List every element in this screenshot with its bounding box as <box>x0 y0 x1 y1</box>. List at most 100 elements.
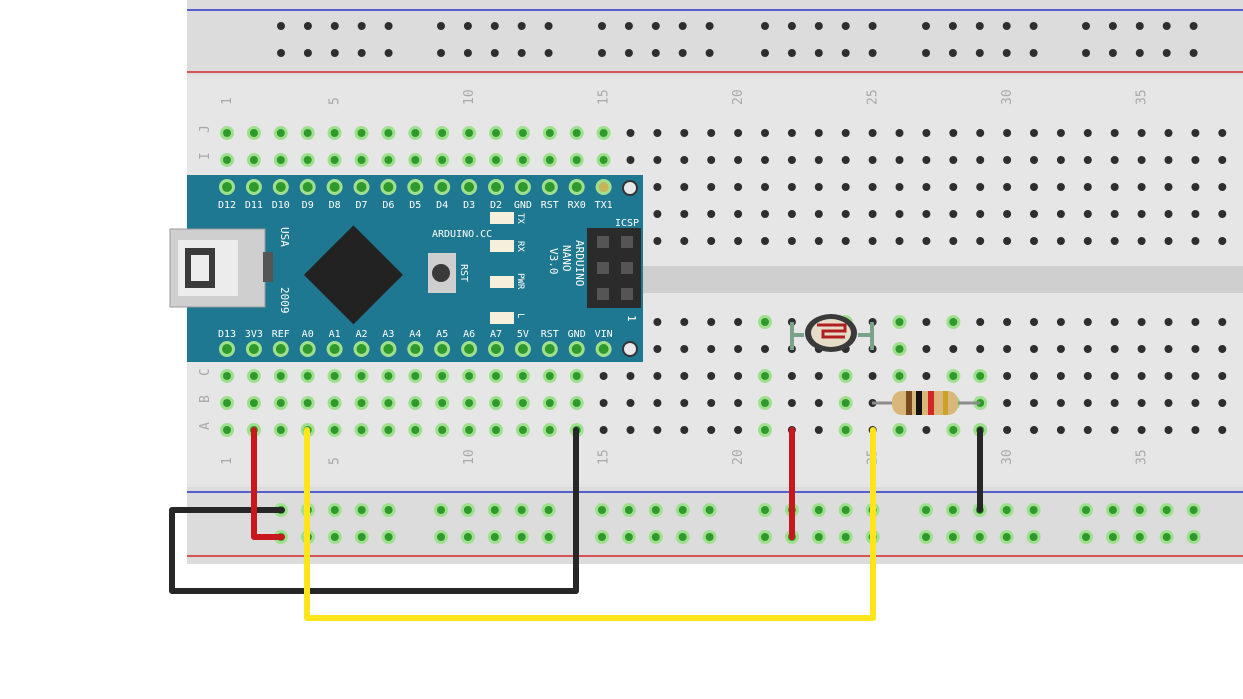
breadboard-hole <box>1110 129 1119 137</box>
breadboard-hole <box>1083 318 1092 326</box>
arduino-pin-core <box>571 182 582 192</box>
breadboard-hole <box>492 372 500 380</box>
breadboard-hole <box>707 183 716 191</box>
breadboard-hole <box>653 129 662 137</box>
breadboard-hole <box>761 399 769 407</box>
rail-hole <box>490 49 499 57</box>
breadboard-hole <box>1218 399 1227 407</box>
breadboard-hole <box>1110 345 1119 353</box>
breadboard-hole <box>384 129 393 137</box>
rail-hole <box>651 506 660 514</box>
arduino-pin-core <box>598 182 609 192</box>
breadboard-hole <box>492 129 500 137</box>
breadboard-hole <box>1056 129 1065 137</box>
breadboard-hole <box>1137 129 1146 137</box>
breadboard-hole <box>1056 372 1065 380</box>
breadboard-hole <box>868 237 877 245</box>
breadboard-hole <box>680 237 689 245</box>
breadboard-hole <box>1056 183 1065 191</box>
rail-hole <box>624 506 633 514</box>
breadboard-hole <box>707 318 716 326</box>
breadboard-hole <box>518 426 527 434</box>
breadboard-hole <box>868 156 877 164</box>
pin-label-bottom: RST <box>541 329 559 340</box>
breadboard-hole <box>787 237 796 245</box>
arduino-pin-core <box>248 182 259 192</box>
rail-hole <box>1029 49 1038 57</box>
breadboard-hole <box>680 129 689 137</box>
breadboard-hole <box>1003 372 1012 380</box>
column-number: 30 <box>1000 449 1015 465</box>
row-letter: J <box>198 125 213 133</box>
rail-hole <box>330 49 339 57</box>
breadboard-hole <box>1191 372 1200 380</box>
icsp-pin-text: 1 <box>625 315 638 322</box>
breadboard-hole <box>1030 237 1038 245</box>
breadboard-hole <box>1137 183 1146 191</box>
breadboard-hole <box>761 345 769 353</box>
row-letter: A <box>198 422 213 430</box>
rail-hole <box>761 533 769 541</box>
breadboard-hole <box>1164 399 1173 407</box>
breadboard-hole <box>1030 210 1038 218</box>
breadboard-hole <box>707 210 716 218</box>
breadboard-hole <box>814 399 823 407</box>
breadboard-hole <box>1218 345 1227 353</box>
rail-hole <box>841 506 850 514</box>
rail-hole <box>357 49 366 57</box>
rail-hole <box>277 49 285 57</box>
rail-hole <box>1082 49 1090 57</box>
rail-hole <box>922 22 930 30</box>
breadboard-hole <box>895 156 904 164</box>
breadboard-hole <box>761 372 769 380</box>
breadboard-hole <box>1218 237 1227 245</box>
rail-hole <box>357 22 366 30</box>
pin-label-top: D11 <box>245 200 263 211</box>
breadboard-hole <box>976 183 985 191</box>
breadboard-hole <box>653 183 662 191</box>
breadboard-hole <box>1083 210 1092 218</box>
breadboard-hole <box>438 129 447 137</box>
breadboard-hole <box>1164 372 1173 380</box>
breadboard-hole <box>599 372 608 380</box>
breadboard-hole <box>1110 183 1119 191</box>
row-letter: I <box>198 152 213 160</box>
breadboard-hole <box>841 399 850 407</box>
column-number: 30 <box>1000 89 1015 105</box>
pin-label-top: D6 <box>382 200 394 211</box>
breadboard-hole <box>1056 237 1065 245</box>
pin-label-top: RST <box>541 200 559 211</box>
rail-hole <box>1108 533 1117 541</box>
breadboard-hole <box>465 156 474 164</box>
breadboard-hole <box>680 156 689 164</box>
breadboard-hole <box>868 210 877 218</box>
arduino-pin-core <box>356 344 367 354</box>
breadboard-hole <box>1056 210 1065 218</box>
breadboard-hole <box>1030 426 1038 434</box>
breadboard-hole <box>841 183 850 191</box>
breadboard-hole <box>841 426 850 434</box>
breadboard-hole <box>411 426 420 434</box>
rail-hole <box>463 506 472 514</box>
breadboard-hole <box>1030 129 1038 137</box>
breadboard-hole <box>841 237 850 245</box>
rail-hole <box>1189 533 1198 541</box>
breadboard-hole <box>492 156 500 164</box>
rail-hole <box>330 533 339 541</box>
rail-hole <box>868 49 877 57</box>
rail-hole <box>330 22 339 30</box>
breadboard-hole <box>976 129 985 137</box>
breadboard-hole <box>1110 426 1119 434</box>
pin-label-top: D5 <box>409 200 421 211</box>
breadboard-hole <box>814 237 823 245</box>
breadboard-hole <box>1056 156 1065 164</box>
rail-hole <box>1135 533 1144 541</box>
column-number: 1 <box>220 97 235 105</box>
breadboard-hole <box>949 129 958 137</box>
breadboard-hole <box>438 372 447 380</box>
rail-hole <box>437 533 445 541</box>
breadboard-hole <box>1191 318 1200 326</box>
breadboard-hole <box>1056 345 1065 353</box>
breadboard-hole <box>1164 129 1173 137</box>
breadboard-hole <box>599 399 608 407</box>
